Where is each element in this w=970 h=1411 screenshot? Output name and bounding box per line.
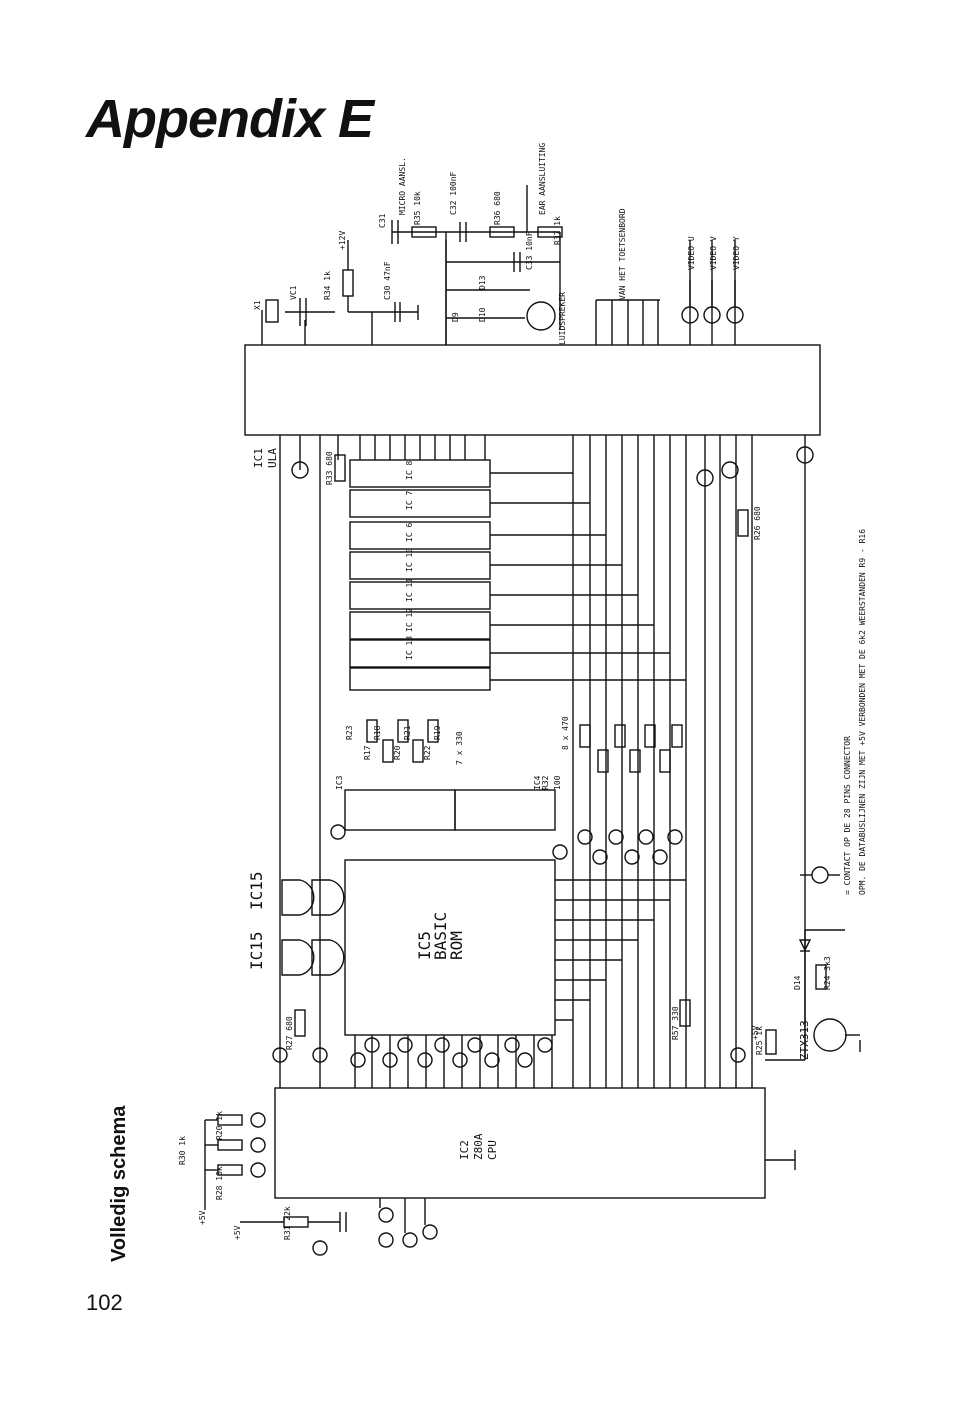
r17-label: R17 — [363, 745, 372, 760]
ic3-label: IC3 — [335, 775, 344, 790]
rnet8-label: 8 x 470 — [561, 716, 570, 750]
c30-label: C30 47nF — [383, 261, 392, 300]
ic1-type-label: ULA — [266, 448, 279, 468]
r22-label: R22 — [423, 745, 432, 760]
plus5v-label: +5V — [751, 1025, 760, 1040]
r21-label: R21 — [403, 725, 412, 740]
ic3-body — [344, 789, 456, 831]
ram-label: IC 7 — [405, 491, 414, 510]
r35-label: R35 10k — [413, 191, 422, 225]
ic15-label-b: IC15 — [247, 871, 266, 910]
c32-label: C32 100nF — [449, 171, 458, 215]
video-y-label: VIDEO Y — [732, 236, 741, 270]
ic5-body — [344, 859, 556, 1036]
ic1-body — [244, 344, 821, 436]
ic2-name-label: IC2 — [458, 1140, 471, 1160]
r19-label: R19 — [433, 725, 442, 740]
ic5-sub-label: ROM — [447, 931, 466, 960]
page-number: 102 — [86, 1290, 123, 1315]
ic2-body — [274, 1087, 766, 1199]
vc1-label: VC1 — [289, 285, 298, 300]
micro-label: MICRO AANSL. — [398, 157, 407, 215]
ram-label: IC 8 — [405, 461, 414, 480]
r31-label: R31 22k — [283, 1206, 292, 1240]
d14-label: D14 — [793, 975, 802, 990]
ram-label: IC 13 — [405, 636, 414, 660]
r20-net-label: R20 — [393, 745, 402, 760]
r36-label: R36 680 — [493, 191, 502, 225]
ram-chip — [349, 611, 491, 640]
ic5-type-label: BASIC — [431, 912, 450, 960]
keyboard-label: VAN HET TOETSENBORD — [618, 208, 627, 300]
r32-value: 100 — [553, 775, 562, 790]
r34-label: R34 1k — [323, 271, 332, 300]
r30-label: R30 1k — [178, 1136, 187, 1165]
video-v-label: VIDEO V — [709, 236, 718, 270]
ram-label: IC 11 — [405, 578, 414, 602]
ear-label: EAR AANSLUITING — [538, 143, 547, 215]
ram-chip — [349, 667, 491, 691]
r23-label: R23 — [345, 725, 354, 740]
ram-chip — [349, 459, 491, 488]
ic1-name-label: IC1 — [252, 448, 265, 468]
r18-label: R18 — [373, 725, 382, 740]
c31-label: C31 — [378, 213, 387, 228]
r27-label: R27 680 — [285, 1016, 294, 1050]
r24-label: R24 3k3 — [823, 956, 832, 990]
plus5v-left-label-2: +5V — [233, 1225, 242, 1240]
d9-label: D9 — [451, 312, 460, 322]
ram-chip — [349, 489, 491, 518]
c33-label: C33 10nF — [525, 231, 534, 270]
x1-label: X1 — [253, 300, 262, 310]
ic4-label: IC4 — [533, 775, 542, 790]
ram-chip — [349, 521, 491, 550]
ic4-body — [454, 789, 556, 831]
rnet-label: 7 x 330 — [455, 731, 464, 765]
plus12v-label: +12V — [338, 231, 347, 250]
r28-label: R28 10k — [215, 1166, 224, 1200]
video-u-label: VIDEO U — [687, 236, 696, 270]
ztx313-label: ZTX313 — [798, 1020, 811, 1060]
ram-label: IC 6 — [405, 523, 414, 542]
speaker-label: LUIDSPREKER — [558, 292, 567, 345]
ic5-name-label: IC5 — [415, 931, 434, 960]
d13-label: D13 — [478, 275, 487, 290]
ram-chip — [349, 551, 491, 580]
r33-label: R33 680 — [325, 451, 334, 485]
page-title: Appendix E — [86, 89, 374, 149]
r37-label: R37 1k — [553, 216, 562, 245]
ic2-type-label: Z80A — [472, 1133, 485, 1160]
r25-label: R25 1k — [755, 1026, 764, 1055]
d10-label: D10 — [478, 307, 487, 322]
r32-label: R32 — [541, 775, 550, 790]
ram-chip — [349, 639, 491, 668]
plus5v-left-label: +5V — [198, 1210, 207, 1225]
ic2-sub-label: CPU — [486, 1140, 499, 1160]
ram-chip — [349, 581, 491, 610]
legend-text: = CONTACT OP DE 28 PINS CONNECTOR — [843, 736, 852, 895]
ram-label: IC 10 — [405, 548, 414, 572]
r57-label: R57 330 — [671, 1006, 680, 1040]
r20-label: R20 1k — [215, 1111, 224, 1140]
ic15-label-a: IC15 — [247, 931, 266, 970]
ram-label: IC 12 — [405, 608, 414, 632]
remark-text: OPM. DE DATABUSLIJNEN ZIJN MET +5V VERBO… — [858, 529, 867, 895]
r26-label: R26 680 — [753, 506, 762, 540]
